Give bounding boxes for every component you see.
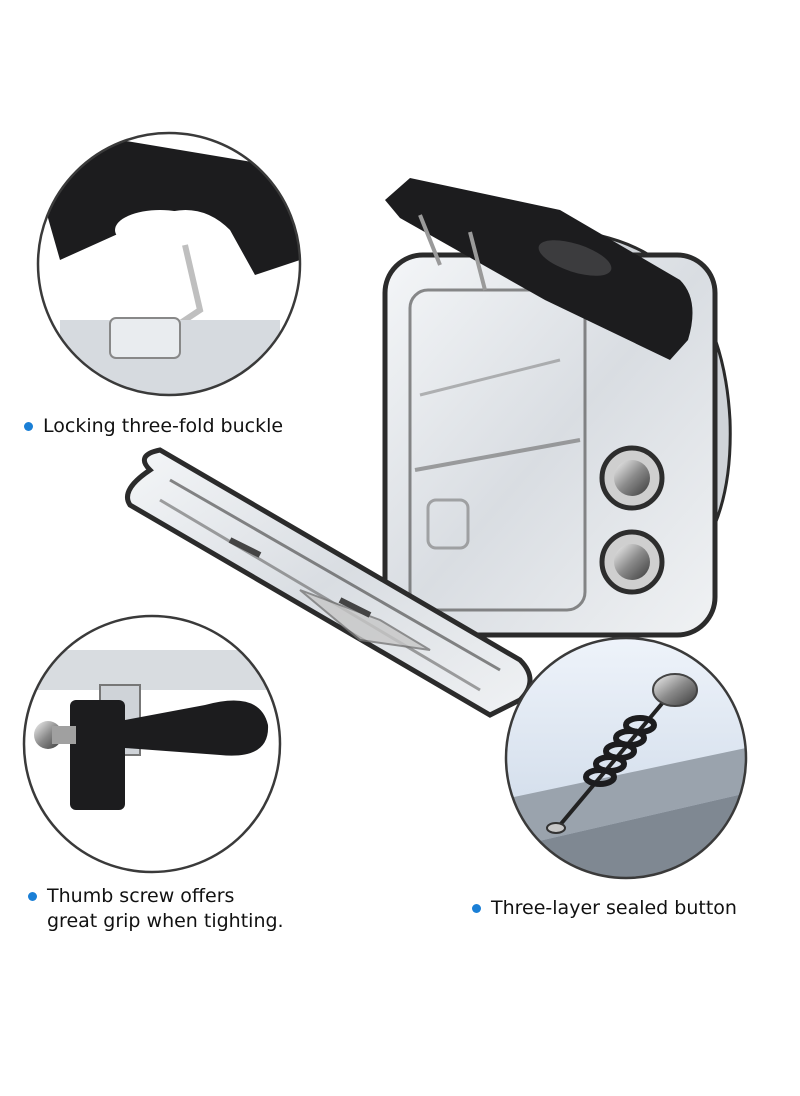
bullet-dot-icon — [28, 892, 37, 901]
sealed-button-inset — [504, 636, 748, 880]
sealed-button-caption-text: Three-layer sealed button — [491, 897, 737, 919]
buckle-caption: Locking three-fold buckle — [24, 414, 283, 439]
main-housing — [382, 178, 732, 638]
sealed-button-caption: Three-layer sealed button — [472, 896, 737, 921]
bullet-dot-icon — [24, 422, 33, 431]
back-door — [125, 447, 533, 718]
buckle-caption-text: Locking three-fold buckle — [43, 415, 284, 437]
bullet-dot-icon — [472, 904, 481, 913]
thumb-caption-line1: Thumb screw offers — [47, 885, 235, 907]
thumb-screw-caption: Thumb screw offers great grip when tight… — [28, 884, 284, 934]
thumb-screw-inset — [22, 614, 282, 874]
thumb-caption-line2: great grip when tighting. — [47, 910, 284, 932]
buckle-inset — [36, 131, 302, 397]
